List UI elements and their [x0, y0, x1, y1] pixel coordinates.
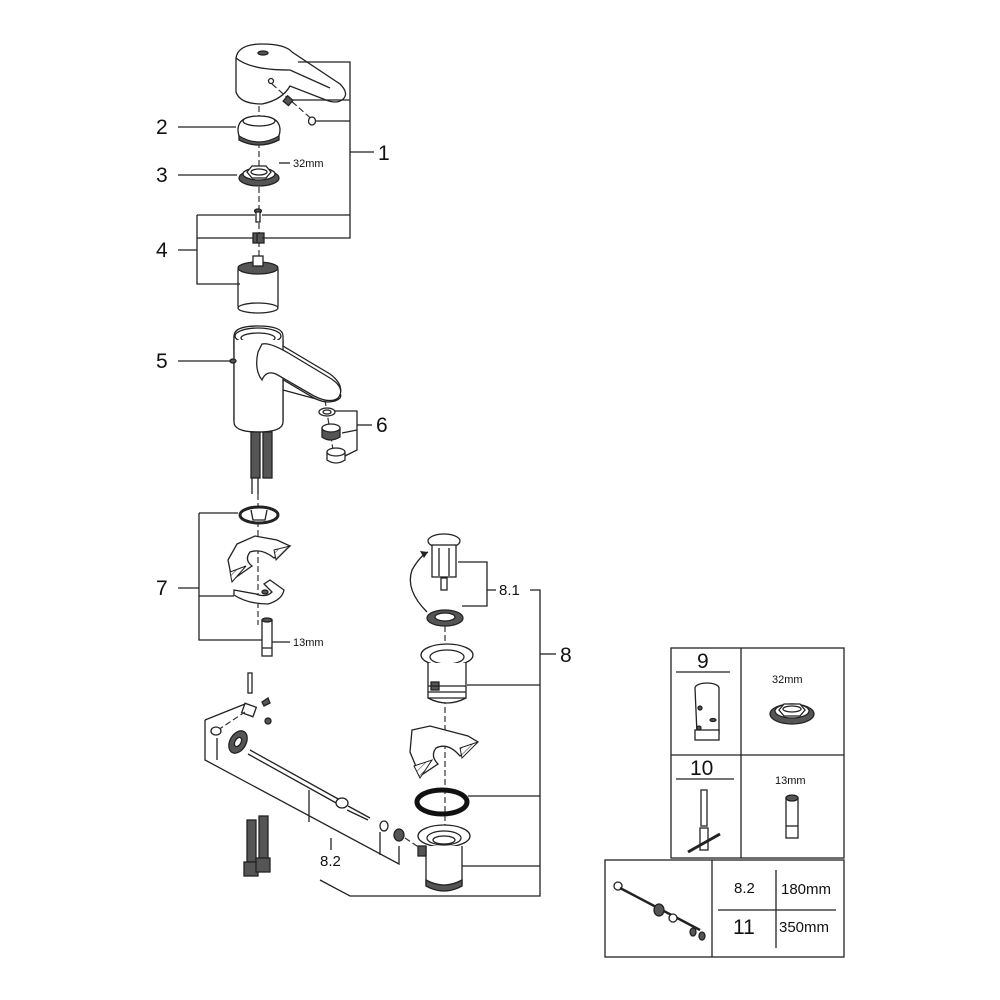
callout-3: 3 [156, 164, 168, 187]
nut-32mm-icon [769, 703, 815, 725]
rod-11-number: 11 [733, 916, 755, 939]
callout-7: 7 [156, 577, 168, 600]
rod-11-length: 350mm [779, 919, 829, 936]
waste-flange [420, 643, 474, 704]
callout-2: 2 [156, 116, 168, 139]
lift-rod-icon [613, 881, 706, 941]
t-wrench-icon [687, 789, 721, 854]
rod-8-2-length: 180mm [781, 881, 831, 898]
mounting-ring [238, 505, 280, 525]
waste-body [417, 824, 471, 892]
rotation-arrow [409, 551, 429, 613]
cover-cap [237, 115, 281, 146]
socket-wrench-icon [694, 682, 720, 741]
connection-hoses [243, 815, 271, 877]
tool-10-number: 10 [690, 757, 713, 780]
mounting-countertop-section [227, 535, 292, 584]
callout-1: 1 [378, 142, 390, 165]
callout-4: 4 [156, 239, 168, 262]
callout-8-2: 8.2 [320, 853, 341, 870]
dimension-nut: 32mm [293, 158, 324, 170]
callout-6: 6 [376, 414, 388, 437]
lift-rod-set [210, 672, 405, 842]
threaded-stud [261, 617, 273, 657]
stud-13mm-icon [785, 794, 799, 839]
tool-9-dimension: 32mm [772, 674, 803, 686]
plug-seal [426, 609, 464, 627]
leader-lines [178, 61, 556, 897]
callout-8-1: 8.1 [499, 582, 520, 599]
tool-10-dimension: 13mm [775, 775, 806, 787]
rod-8-2-number: 8.2 [734, 880, 755, 897]
mounting-plate [233, 579, 285, 605]
cartridge-screw [253, 208, 263, 223]
rod-length-table [604, 859, 845, 958]
mixer-body [229, 325, 342, 433]
aerator-set [318, 399, 346, 464]
handle-screw [271, 83, 317, 126]
callout-5: 5 [156, 350, 168, 373]
cartridge [237, 255, 279, 314]
tool-9-number: 9 [697, 650, 709, 673]
tools-table [670, 647, 845, 859]
lever-handle [235, 43, 347, 105]
waste-gasket [414, 787, 470, 817]
threaded-nut [238, 165, 280, 187]
arrow-head [420, 551, 428, 558]
pop-up-plug [427, 533, 461, 591]
supply-hoses [250, 431, 273, 494]
dimension-stud: 13mm [293, 637, 324, 649]
callout-8: 8 [560, 644, 572, 667]
waste-countertop-section [409, 725, 480, 779]
